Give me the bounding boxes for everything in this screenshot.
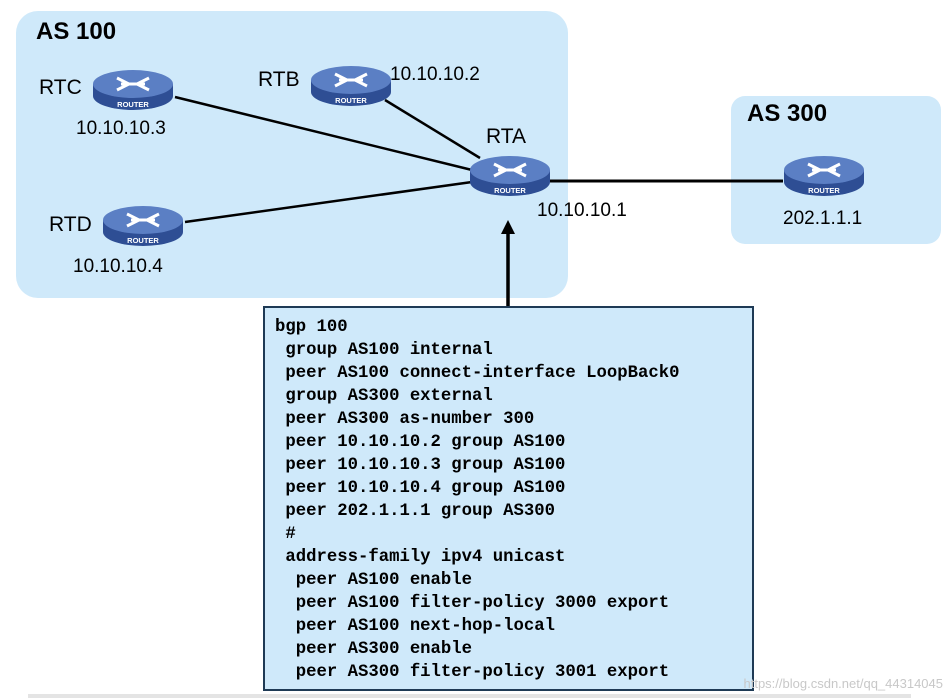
router-rtd-icon: ROUTER [103,206,183,246]
router-rtd-badge: ROUTER [127,236,159,245]
config-line: peer AS100 filter-policy 3000 export [275,594,670,613]
watermark: https://blog.csdn.net/qq_44314045 [743,676,944,691]
as300-region: AS 300 [731,96,941,244]
router-rta-label: RTA [486,125,527,148]
router-as300-badge: ROUTER [808,186,840,195]
router-rtb-label: RTB [258,68,300,91]
bottom-divider [28,694,911,698]
config-line: group AS100 internal [275,341,493,360]
router-rtc-ip: 10.10.10.3 [76,118,166,139]
router-rtd: ROUTER [101,200,185,250]
router-rtb-icon: ROUTER [311,66,391,106]
config-line: bgp 100 [275,318,348,337]
router-rtc-icon: ROUTER [93,70,173,110]
config-line: peer 10.10.10.2 group AS100 [275,433,566,452]
config-line: peer 202.1.1.1 group AS300 [275,502,556,521]
router-rtb-ip: 10.10.10.2 [390,64,480,85]
config-line: peer AS100 enable [275,571,473,590]
config-line: peer AS300 as-number 300 [275,410,535,429]
config-line: address-family ipv4 unicast [275,548,566,567]
config-line: # [275,525,296,544]
as100-title: AS 100 [36,18,117,45]
arrow-head [501,220,515,234]
router-rtb: ROUTER [309,60,393,110]
router-rtc-badge: ROUTER [117,100,149,109]
router-rtb-badge: ROUTER [335,96,367,105]
router-as300-icon: ROUTER [784,156,864,196]
router-rtd-label: RTD [49,213,92,236]
config-line: peer AS300 filter-policy 3001 export [275,663,670,682]
link-rtc-rta [174,95,473,172]
router-rta-badge: ROUTER [494,186,526,195]
config-line: peer 10.10.10.4 group AS100 [275,479,566,498]
config-line: peer AS300 enable [275,640,473,659]
router-rtc: ROUTER [91,64,175,114]
config-line: peer AS100 next-hop-local [275,617,556,636]
router-rta: ROUTER [468,150,552,200]
router-rtc-label: RTC [39,76,82,99]
link-rtb-rta [384,98,481,160]
router-rta-icon: ROUTER [470,156,550,196]
as300-title: AS 300 [747,100,828,127]
bgp-config-text: bgp 100 group AS100 internal peer AS100 … [265,308,752,684]
bgp-config-box: bgp 100 group AS100 internal peer AS100 … [263,306,754,691]
router-as300-ip: 202.1.1.1 [783,208,863,229]
config-line: group AS300 external [275,387,493,406]
link-rtd-rta [184,180,473,224]
config-line: peer 10.10.10.3 group AS100 [275,456,566,475]
router-rta-ip: 10.10.10.1 [537,200,627,221]
router-rtd-ip: 10.10.10.4 [73,256,163,277]
router-as300: ROUTER [782,150,866,200]
config-line: peer AS100 connect-interface LoopBack0 [275,364,680,383]
